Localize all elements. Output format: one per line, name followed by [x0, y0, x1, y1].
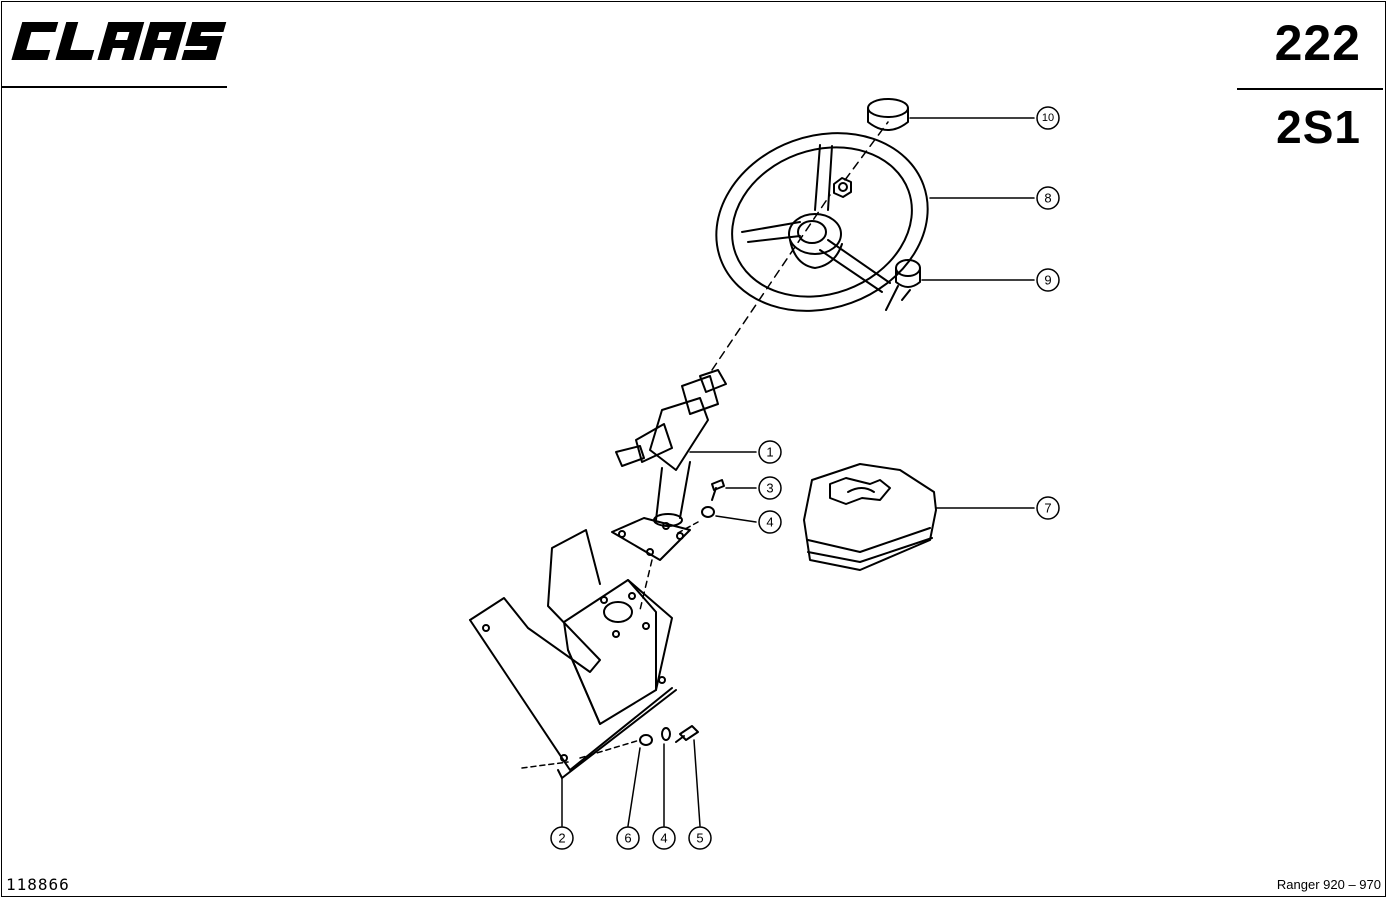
callout-5: 5 — [696, 831, 703, 846]
callout-6: 6 — [624, 831, 631, 846]
steering-wheel — [715, 132, 929, 312]
steering-column — [611, 369, 727, 561]
section-code: 2S1 — [1276, 101, 1361, 153]
callout-8: 8 — [1044, 191, 1051, 206]
callout-10: 10 — [1042, 112, 1054, 124]
callout-4-lower: 4 — [660, 831, 667, 846]
callout-9: 9 — [1044, 273, 1051, 288]
mounting-bracket — [469, 529, 677, 779]
model-range: Ranger 920 – 970 — [1276, 877, 1381, 892]
callout-3: 3 — [766, 481, 773, 496]
drawing-number: 118866 — [6, 875, 70, 894]
callout-1: 1 — [766, 445, 773, 460]
bolt-and-washer — [675, 479, 725, 535]
wheel-cap — [867, 98, 909, 131]
callout-2: 2 — [558, 831, 565, 846]
claas-logo — [11, 22, 227, 60]
lower-fasteners — [639, 725, 699, 746]
rubber-boot — [803, 463, 937, 571]
spinner-knob — [885, 259, 921, 311]
callout-7: 7 — [1044, 501, 1051, 516]
header-divider — [1237, 88, 1383, 90]
page-number: 222 — [1274, 15, 1361, 71]
callout-4-upper: 4 — [766, 515, 773, 530]
logo-underline — [2, 86, 227, 88]
